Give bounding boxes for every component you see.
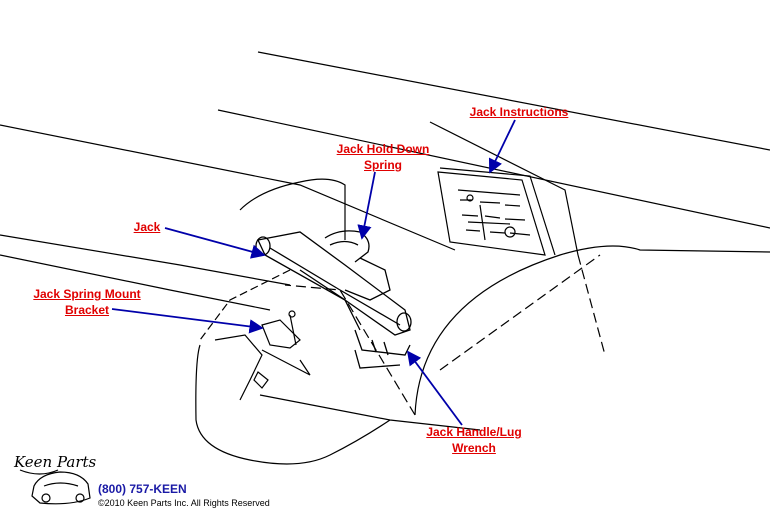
phone-number: (800) 757-KEEN [98, 482, 187, 496]
callout-jack[interactable]: Jack [130, 219, 164, 235]
logo-script-text: Keen Parts [14, 453, 97, 471]
callout-jack-spring-mount-bracket[interactable]: Jack Spring Mount Bracket [28, 286, 146, 318]
trunk-panel-drawing [0, 51, 770, 465]
spring-mount-bracket [253, 310, 311, 389]
callout-jack-instructions-text: Jack Instructions [469, 105, 569, 119]
callout-jack-instructions[interactable]: Jack Instructions [466, 104, 572, 120]
jack-instructions-decal [437, 167, 556, 256]
callout-jack-handle-lug-wrench-line1: Jack Handle/Lug [426, 425, 522, 439]
leader-lines [111, 119, 516, 426]
callout-jack-handle-lug-wrench[interactable]: Jack Handle/Lug Wrench [420, 424, 528, 456]
callout-jack-handle-lug-wrench-line2: Wrench [452, 441, 496, 455]
leader-jack-spring-mount-bracket [111, 308, 264, 334]
callout-jack-spring-mount-bracket-line2: Bracket [64, 303, 110, 317]
callout-jack-text: Jack [133, 220, 161, 234]
leader-jack-hold-down-spring [357, 171, 376, 240]
copyright-text: ©2010 Keen Parts Inc. All Rights Reserve… [98, 498, 270, 508]
callout-jack-hold-down-spring[interactable]: Jack Hold Down Spring [330, 141, 436, 173]
leader-jack [164, 227, 266, 259]
callout-jack-hold-down-spring-line1: Jack Hold Down [336, 142, 430, 156]
leader-jack-handle-lug-wrench [406, 350, 463, 426]
keen-parts-logo [19, 469, 91, 505]
callout-jack-spring-mount-bracket-line1: Jack Spring Mount [33, 287, 141, 301]
jack-assembly [255, 230, 412, 369]
callout-jack-hold-down-spring-line2: Spring [364, 158, 402, 172]
leader-jack-instructions [488, 119, 516, 174]
